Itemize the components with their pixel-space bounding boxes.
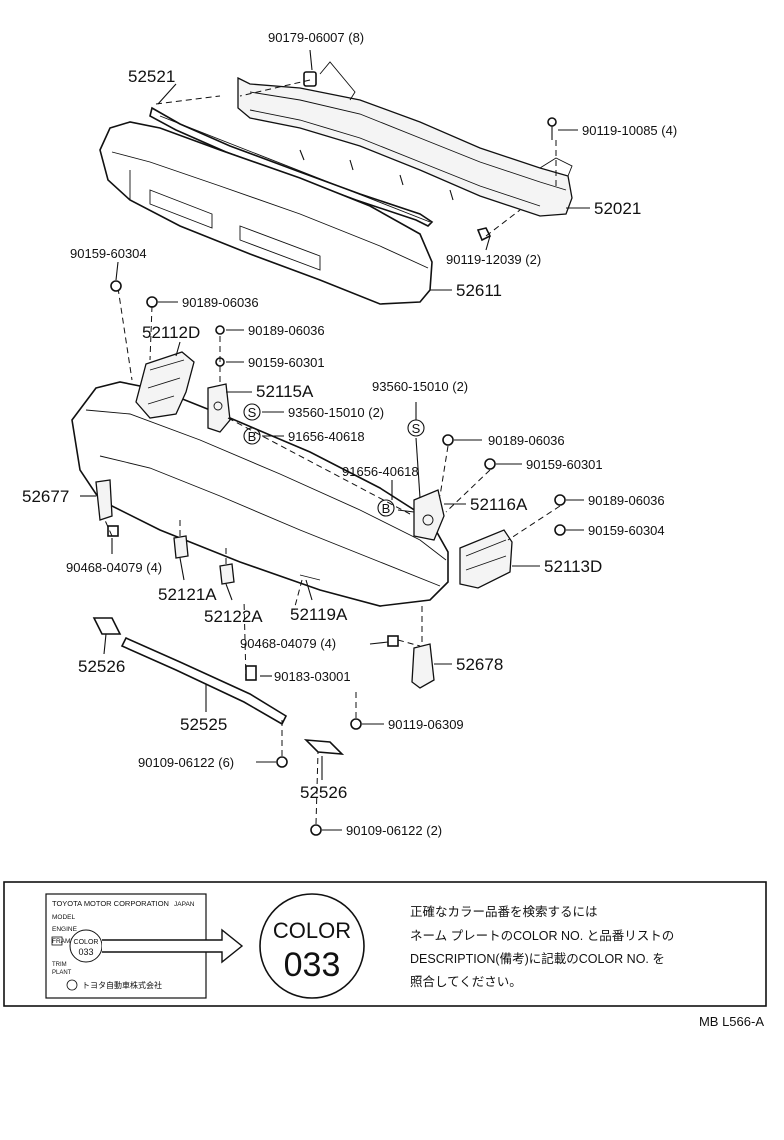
color-note-line-2: ネーム プレートのCOLOR NO. と品番リストの bbox=[410, 929, 674, 943]
bolt-90109-06122-a bbox=[276, 756, 288, 768]
label-52121A: 52121A bbox=[158, 585, 217, 604]
clip-90468-04079-b bbox=[387, 635, 399, 647]
svg-text:FRAME: FRAME bbox=[52, 938, 75, 945]
bracket-52678 bbox=[411, 643, 435, 689]
label-52677: 52677 bbox=[22, 487, 69, 506]
label-52021: 52021 bbox=[594, 199, 641, 218]
clip-52121A bbox=[173, 535, 189, 559]
diagram-ref-code: MB L566-A bbox=[699, 1014, 764, 1029]
end-piece-52526-right bbox=[303, 739, 345, 755]
bracket-52677 bbox=[95, 479, 113, 521]
reinforcement-52021 bbox=[237, 61, 573, 217]
clip-90159-60301-b bbox=[484, 458, 496, 470]
label-90119-10085: 90119-10085 (4) bbox=[582, 123, 677, 138]
clip-90159-60304-b bbox=[554, 524, 566, 536]
svg-text:TOYOTA MOTOR CORPORATION: TOYOTA MOTOR CORPORATION bbox=[52, 899, 169, 908]
label-52113D: 52113D bbox=[544, 557, 602, 576]
label-90189-06036-a: 90189-06036 bbox=[182, 295, 259, 310]
svg-text:MODEL: MODEL bbox=[52, 914, 76, 921]
bolt-90119-06309 bbox=[350, 718, 362, 730]
label-52119A: 52119A bbox=[290, 605, 348, 624]
clip-52122A bbox=[219, 563, 235, 585]
nut-90189-06036-d bbox=[554, 494, 566, 506]
nut-90183-03001 bbox=[245, 665, 257, 681]
label-52115A: 52115A bbox=[256, 382, 314, 401]
svg-text:033: 033 bbox=[284, 946, 341, 984]
symbol-b-left: B bbox=[243, 427, 261, 445]
label-90119-06309: 90119-06309 bbox=[388, 717, 464, 732]
label-52116A: 52116A bbox=[470, 495, 528, 514]
svg-text:PLANT: PLANT bbox=[52, 970, 72, 976]
end-piece-52526-left bbox=[92, 617, 122, 635]
arrow-icon bbox=[102, 928, 244, 964]
retainer-52113D bbox=[459, 529, 513, 589]
svg-text:S: S bbox=[248, 405, 257, 420]
label-52526-b: 52526 bbox=[300, 783, 347, 802]
label-90468-04079-b: 90468-04079 (4) bbox=[240, 636, 336, 651]
label-52521: 52521 bbox=[128, 67, 175, 86]
retainer-52521 bbox=[149, 106, 434, 227]
label-91656-40618-b: 91656-40618 bbox=[342, 464, 419, 479]
label-52611: 52611 bbox=[456, 281, 502, 300]
svg-text:033: 033 bbox=[78, 947, 93, 957]
clip-90468-04079-a bbox=[107, 525, 119, 537]
bolt-90119-10085 bbox=[547, 117, 557, 140]
label-90159-60301-a: 90159-60301 bbox=[248, 355, 325, 370]
label-90189-06036-c: 90189-06036 bbox=[488, 433, 565, 448]
nut-90189-06036-b bbox=[215, 325, 225, 335]
label-93560-15010-b: 93560-15010 (2) bbox=[372, 379, 468, 394]
bumper-cover-52611 bbox=[99, 121, 433, 305]
color-note-line-4: 照合してください。 bbox=[410, 974, 522, 989]
name-plate: TOYOTA MOTOR CORPORATION JAPAN MODEL ENG… bbox=[45, 893, 207, 999]
label-90159-60304-a: 90159-60304 bbox=[70, 246, 147, 261]
color-code-circle: COLOR 033 bbox=[259, 893, 365, 999]
retainer-52112D bbox=[135, 351, 195, 419]
svg-text:COLOR: COLOR bbox=[273, 918, 351, 943]
label-52112D: 52112D bbox=[142, 323, 200, 342]
label-90189-06036-b: 90189-06036 bbox=[248, 323, 325, 338]
label-52526-a: 52526 bbox=[78, 657, 125, 676]
label-90159-60301-b: 90159-60301 bbox=[526, 457, 603, 472]
label-90189-06036-d: 90189-06036 bbox=[588, 493, 665, 508]
label-91656-40618-a: 91656-40618 bbox=[288, 429, 365, 444]
bracket-52115A bbox=[207, 383, 231, 433]
color-note-box: TOYOTA MOTOR CORPORATION JAPAN MODEL ENG… bbox=[3, 881, 767, 1007]
label-52678: 52678 bbox=[456, 655, 503, 674]
label-90159-60304-b: 90159-60304 bbox=[588, 523, 665, 538]
label-90183-03001: 90183-03001 bbox=[274, 669, 351, 684]
nut-90179-06007 bbox=[303, 71, 317, 87]
bolt-90109-06122-b bbox=[310, 824, 322, 836]
label-90109-06122-b: 90109-06122 (2) bbox=[346, 823, 442, 838]
nut-90189-06036-c bbox=[442, 434, 454, 446]
clip-90159-60304-a bbox=[110, 280, 122, 292]
color-note-line-3: DESCRIPTION(備考)に記載のCOLOR NO. を bbox=[410, 951, 665, 966]
svg-text:B: B bbox=[382, 501, 391, 516]
label-52122A: 52122A bbox=[204, 607, 263, 626]
label-93560-15010-a: 93560-15010 (2) bbox=[288, 405, 384, 420]
label-90119-12039: 90119-12039 (2) bbox=[446, 252, 541, 267]
nut-90189-06036-a bbox=[146, 296, 158, 308]
label-52525: 52525 bbox=[180, 715, 227, 734]
label-90468-04079-a: 90468-04079 (4) bbox=[66, 560, 162, 575]
svg-text:B: B bbox=[248, 429, 257, 444]
symbol-s-left: S bbox=[243, 403, 261, 421]
symbol-b-right: B bbox=[377, 499, 395, 517]
svg-text:ENGINE: ENGINE bbox=[52, 926, 78, 933]
svg-text:S: S bbox=[412, 421, 421, 436]
svg-text:JAPAN: JAPAN bbox=[174, 901, 195, 908]
label-90179-06007: 90179-06007 (8) bbox=[268, 30, 364, 45]
symbol-s-right: S bbox=[407, 419, 425, 437]
svg-text:COLOR: COLOR bbox=[74, 939, 99, 946]
bracket-52116A bbox=[413, 489, 445, 541]
svg-text:トヨタ自動車株式会社: トヨタ自動車株式会社 bbox=[82, 980, 162, 990]
color-note-line-1: 正確なカラー品番を検索するには bbox=[410, 904, 598, 919]
svg-text:TRIM: TRIM bbox=[52, 962, 67, 968]
label-90109-06122-a: 90109-06122 (6) bbox=[138, 755, 234, 770]
